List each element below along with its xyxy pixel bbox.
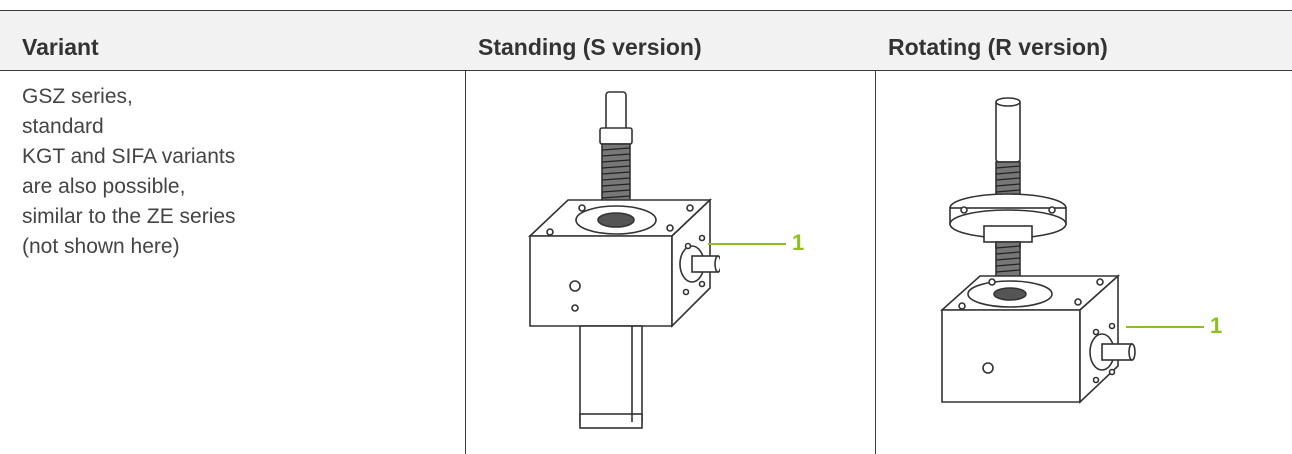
header-standing: Standing (S version) [478, 34, 702, 60]
callout-standing: 1 [792, 230, 805, 255]
table-top-rule [0, 10, 1292, 11]
callout-line-standing [708, 243, 786, 245]
screw-jack-rotating-icon [940, 97, 1136, 404]
column-divider-1 [465, 70, 466, 454]
callout-line-rotating [1126, 326, 1204, 328]
variant-description: GSZ series, standard KGT and SIFA varian… [22, 82, 462, 262]
variant-line: similar to the ZE series [22, 205, 236, 228]
variant-line: GSZ series, [22, 85, 133, 108]
variant-line: standard [22, 115, 104, 138]
callout-rotating: 1 [1210, 313, 1223, 338]
column-divider-2 [875, 70, 876, 454]
header-rotating: Rotating (R version) [888, 34, 1108, 60]
variant-line: are also possible, [22, 175, 186, 198]
variant-line: (not shown here) [22, 235, 180, 258]
header-variant: Variant [22, 34, 99, 60]
header-bottom-rule [0, 70, 1292, 71]
variant-line: KGT and SIFA variants [22, 145, 236, 168]
table-header-row [0, 10, 1292, 70]
screw-jack-standing-icon [527, 91, 720, 429]
